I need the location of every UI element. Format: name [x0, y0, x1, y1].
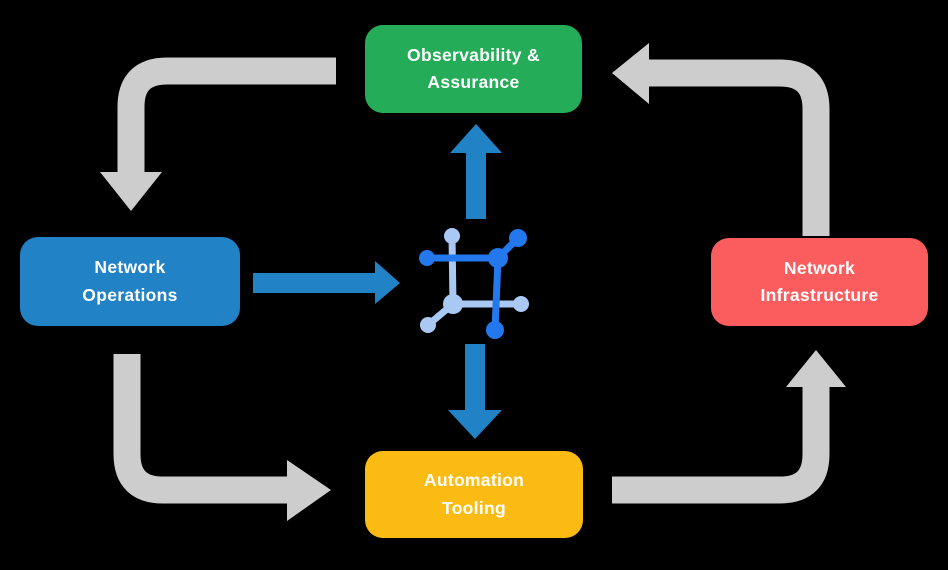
icon-node-bottom-dark [486, 321, 504, 339]
node-label-line: Tooling [442, 497, 506, 518]
icon-node-topright-dark [509, 229, 527, 247]
arrow-shaft [649, 59, 830, 236]
flow-arrow-tooling-to-infrastructure [612, 350, 846, 504]
network-mesh-icon [419, 228, 529, 339]
arrow-core-to-tooling [448, 344, 502, 439]
arrow-head-down [100, 172, 162, 211]
flow-arrow-operations-to-tooling [113, 354, 331, 521]
node-label-line: Operations [82, 284, 178, 305]
flow-arrow-infrastructure-to-observability [612, 43, 830, 236]
node-label-line: Network [94, 257, 166, 278]
icon-node-top-light [444, 228, 460, 244]
node-network-infrastructure: Network Infrastructure [711, 238, 928, 326]
flow-arrow-observability-to-operations [100, 57, 336, 211]
node-network-operations: Network Operations [20, 237, 240, 326]
node-label-line: Assurance [427, 72, 520, 92]
arrow-shaft [612, 386, 830, 504]
icon-node-left-dark [419, 250, 435, 266]
node-label-line: Observability & [407, 44, 540, 65]
arrow-head-down [448, 410, 502, 439]
icon-corner-topright-dark [488, 248, 508, 268]
arrow-head-right [287, 460, 331, 521]
arrow-head-up [786, 350, 846, 387]
node-observability-assurance: Observability & Assurance [365, 25, 582, 113]
node-label-line: Infrastructure [760, 285, 879, 305]
arrow-shaft [113, 354, 287, 504]
arrow-head-left [612, 43, 649, 104]
icon-node-bottomleft-light [420, 317, 436, 333]
node-automation-tooling: Automation Tooling [365, 451, 583, 538]
icon-corner-bottomleft-light [443, 294, 463, 314]
arrow-core-to-observability [450, 124, 502, 219]
arrow-operations-to-core [253, 261, 400, 304]
icon-node-right-light [513, 296, 529, 312]
node-label-line: Network [783, 257, 856, 278]
arrow-head-up [450, 124, 502, 153]
arrow-shaft [117, 57, 336, 173]
arrow-head-right [375, 261, 400, 304]
node-label-line: Automation [423, 470, 525, 491]
